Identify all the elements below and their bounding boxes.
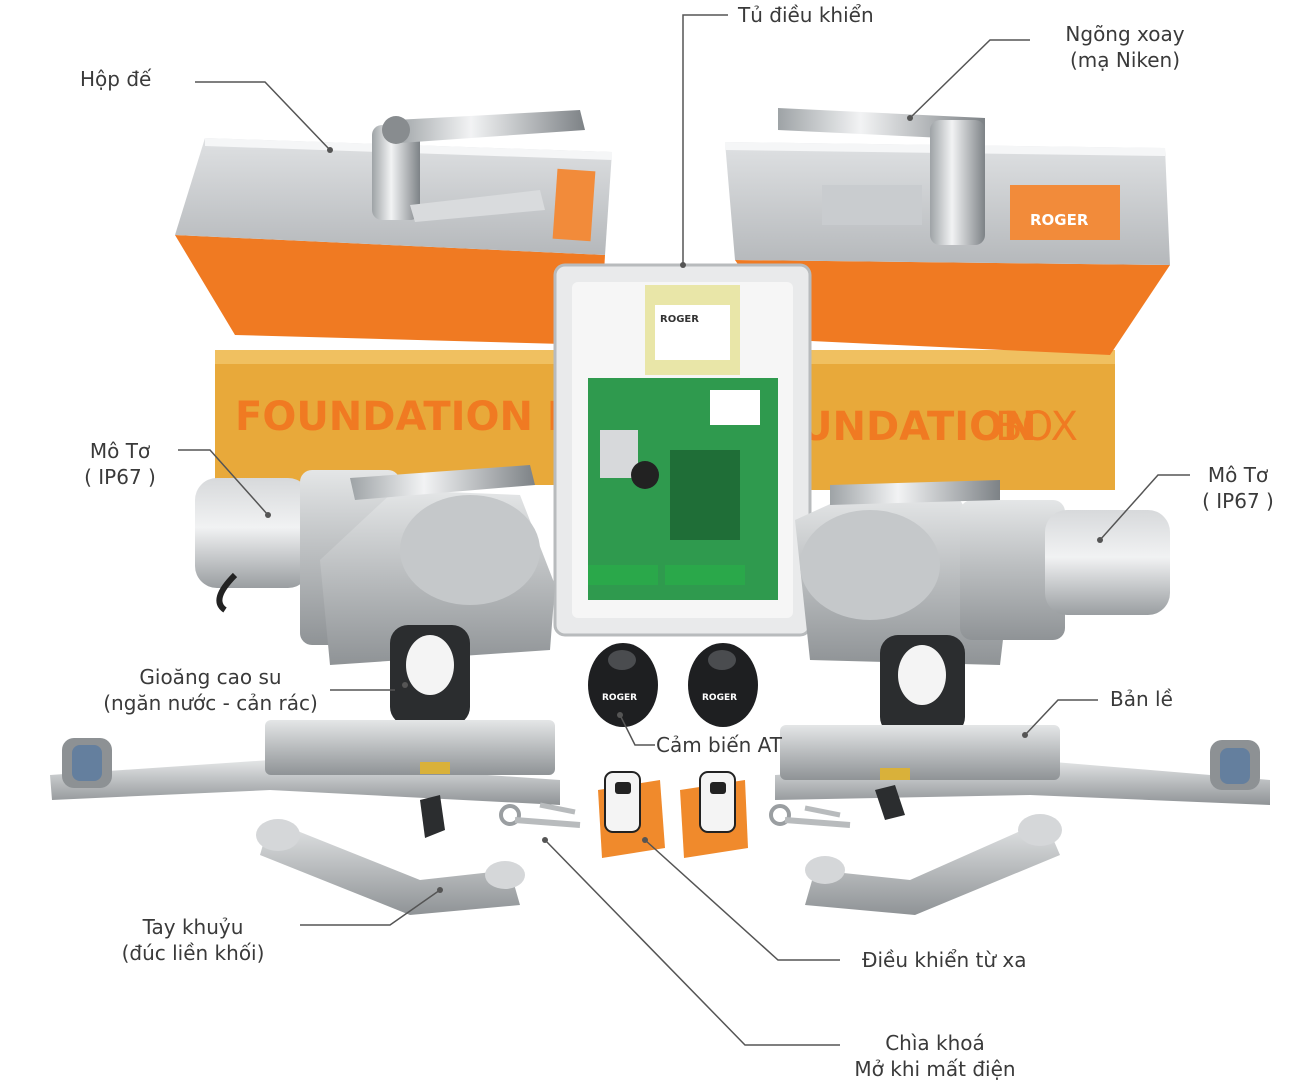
gear-motor-left (195, 465, 555, 665)
box-print-right-b: BOX (995, 404, 1078, 450)
hinge-bar-right (775, 725, 1270, 820)
label-tay-khuyu-line1: Tay khuỷu (142, 915, 244, 939)
photocell-right: ROGER (688, 643, 758, 727)
label-dieu-khien-text: Điều khiển từ xa (862, 948, 1027, 972)
label-chia-khoa-line2: Mở khi mất điện (854, 1057, 1016, 1081)
label-gioang-line1: Gioăng cao su (139, 665, 282, 689)
label-cam-bien-text: Cảm biến AT (656, 733, 782, 757)
gear-motor-right (795, 480, 1170, 665)
label-cam-bien: Cảm biến AT (656, 732, 782, 758)
label-mo-to-left-line1: Mô Tơ (89, 439, 151, 463)
foundation-box-cardboard-right: UNDATION BOX (760, 350, 1115, 490)
box-print-right-a: UNDATION (800, 404, 1037, 450)
label-chia-khoa-line1: Chìa khoá (885, 1031, 985, 1055)
photocell-left-brand: ROGER (602, 693, 637, 703)
rubber-seal-right (880, 635, 965, 735)
transformer-brand: ROGER (660, 314, 699, 325)
crank-arm-left (256, 819, 525, 915)
label-ngong-xoay-line1: Ngõng xoay (1065, 22, 1185, 46)
leader-tu-dieu-khien (682, 14, 728, 265)
label-mo-to-right: Mô Tơ ( IP67 ) (1188, 462, 1288, 514)
remote-control-right (680, 771, 748, 858)
leader-dieu-khien (644, 839, 840, 961)
label-ban-le: Bản lề (1110, 686, 1173, 712)
leader-lines (178, 14, 1190, 1046)
crank-arm-right (805, 814, 1062, 915)
label-mo-to-left: Mô Tơ ( IP67 ) (70, 438, 170, 490)
label-mo-to-right-line1: Mô Tơ (1207, 463, 1269, 487)
label-gioang-cao-su: Gioăng cao su (ngăn nước - cản rác) (88, 664, 333, 716)
hinge-bar-left (50, 720, 560, 838)
pivot-arm-right (778, 108, 985, 245)
box-print-left: FOUNDATION BO (235, 394, 611, 440)
label-tu-dieu-khien-text: Tủ điều khiển (738, 3, 874, 27)
photocell-left: ROGER (588, 643, 658, 727)
foundation-box-cardboard-left: FOUNDATION BO (215, 350, 611, 485)
brand-sticker-right: ROGER (1030, 211, 1089, 229)
leader-mo-to-right (1099, 474, 1190, 541)
leader-hop-de (195, 81, 331, 151)
label-mo-to-right-line2: ( IP67 ) (1202, 489, 1274, 513)
label-ngong-xoay-line2: (mạ Niken) (1069, 48, 1181, 72)
label-hop-de-text: Hộp đế (80, 67, 152, 91)
label-ngong-xoay: Ngõng xoay (mạ Niken) (1050, 21, 1200, 73)
leader-tay-khuyu (300, 889, 441, 926)
remote-control-left (598, 771, 665, 858)
label-mo-to-left-line2: ( IP67 ) (84, 465, 156, 489)
label-tay-khuyu: Tay khuỷu (đúc liền khối) (108, 914, 278, 966)
label-gioang-line2: (ngăn nước - cản rác) (103, 691, 318, 715)
leader-mo-to-left (178, 449, 269, 516)
pivot-arm-left (372, 110, 585, 222)
foundation-box-right: ROGER (725, 142, 1170, 355)
leader-chia-khoa (544, 839, 840, 1046)
label-tay-khuyu-line2: (đúc liền khối) (121, 941, 265, 965)
leader-ngong-xoay (909, 39, 1030, 119)
keys-right (769, 804, 851, 828)
label-chia-khoa: Chìa khoá Mở khi mất điện (845, 1030, 1025, 1082)
label-ban-le-text: Bản lề (1110, 687, 1173, 711)
label-hop-de: Hộp đế (80, 66, 151, 92)
leader-ban-le (1024, 699, 1098, 736)
keys-left (499, 802, 581, 828)
label-tu-dieu-khien: Tủ điều khiển (738, 2, 874, 28)
photocell-right-brand: ROGER (702, 693, 737, 703)
label-dieu-khien: Điều khiển từ xa (862, 947, 1027, 973)
rubber-seal-left (390, 625, 470, 725)
leader-cam-bien (619, 714, 655, 746)
control-cabinet: ROGER (553, 263, 812, 637)
